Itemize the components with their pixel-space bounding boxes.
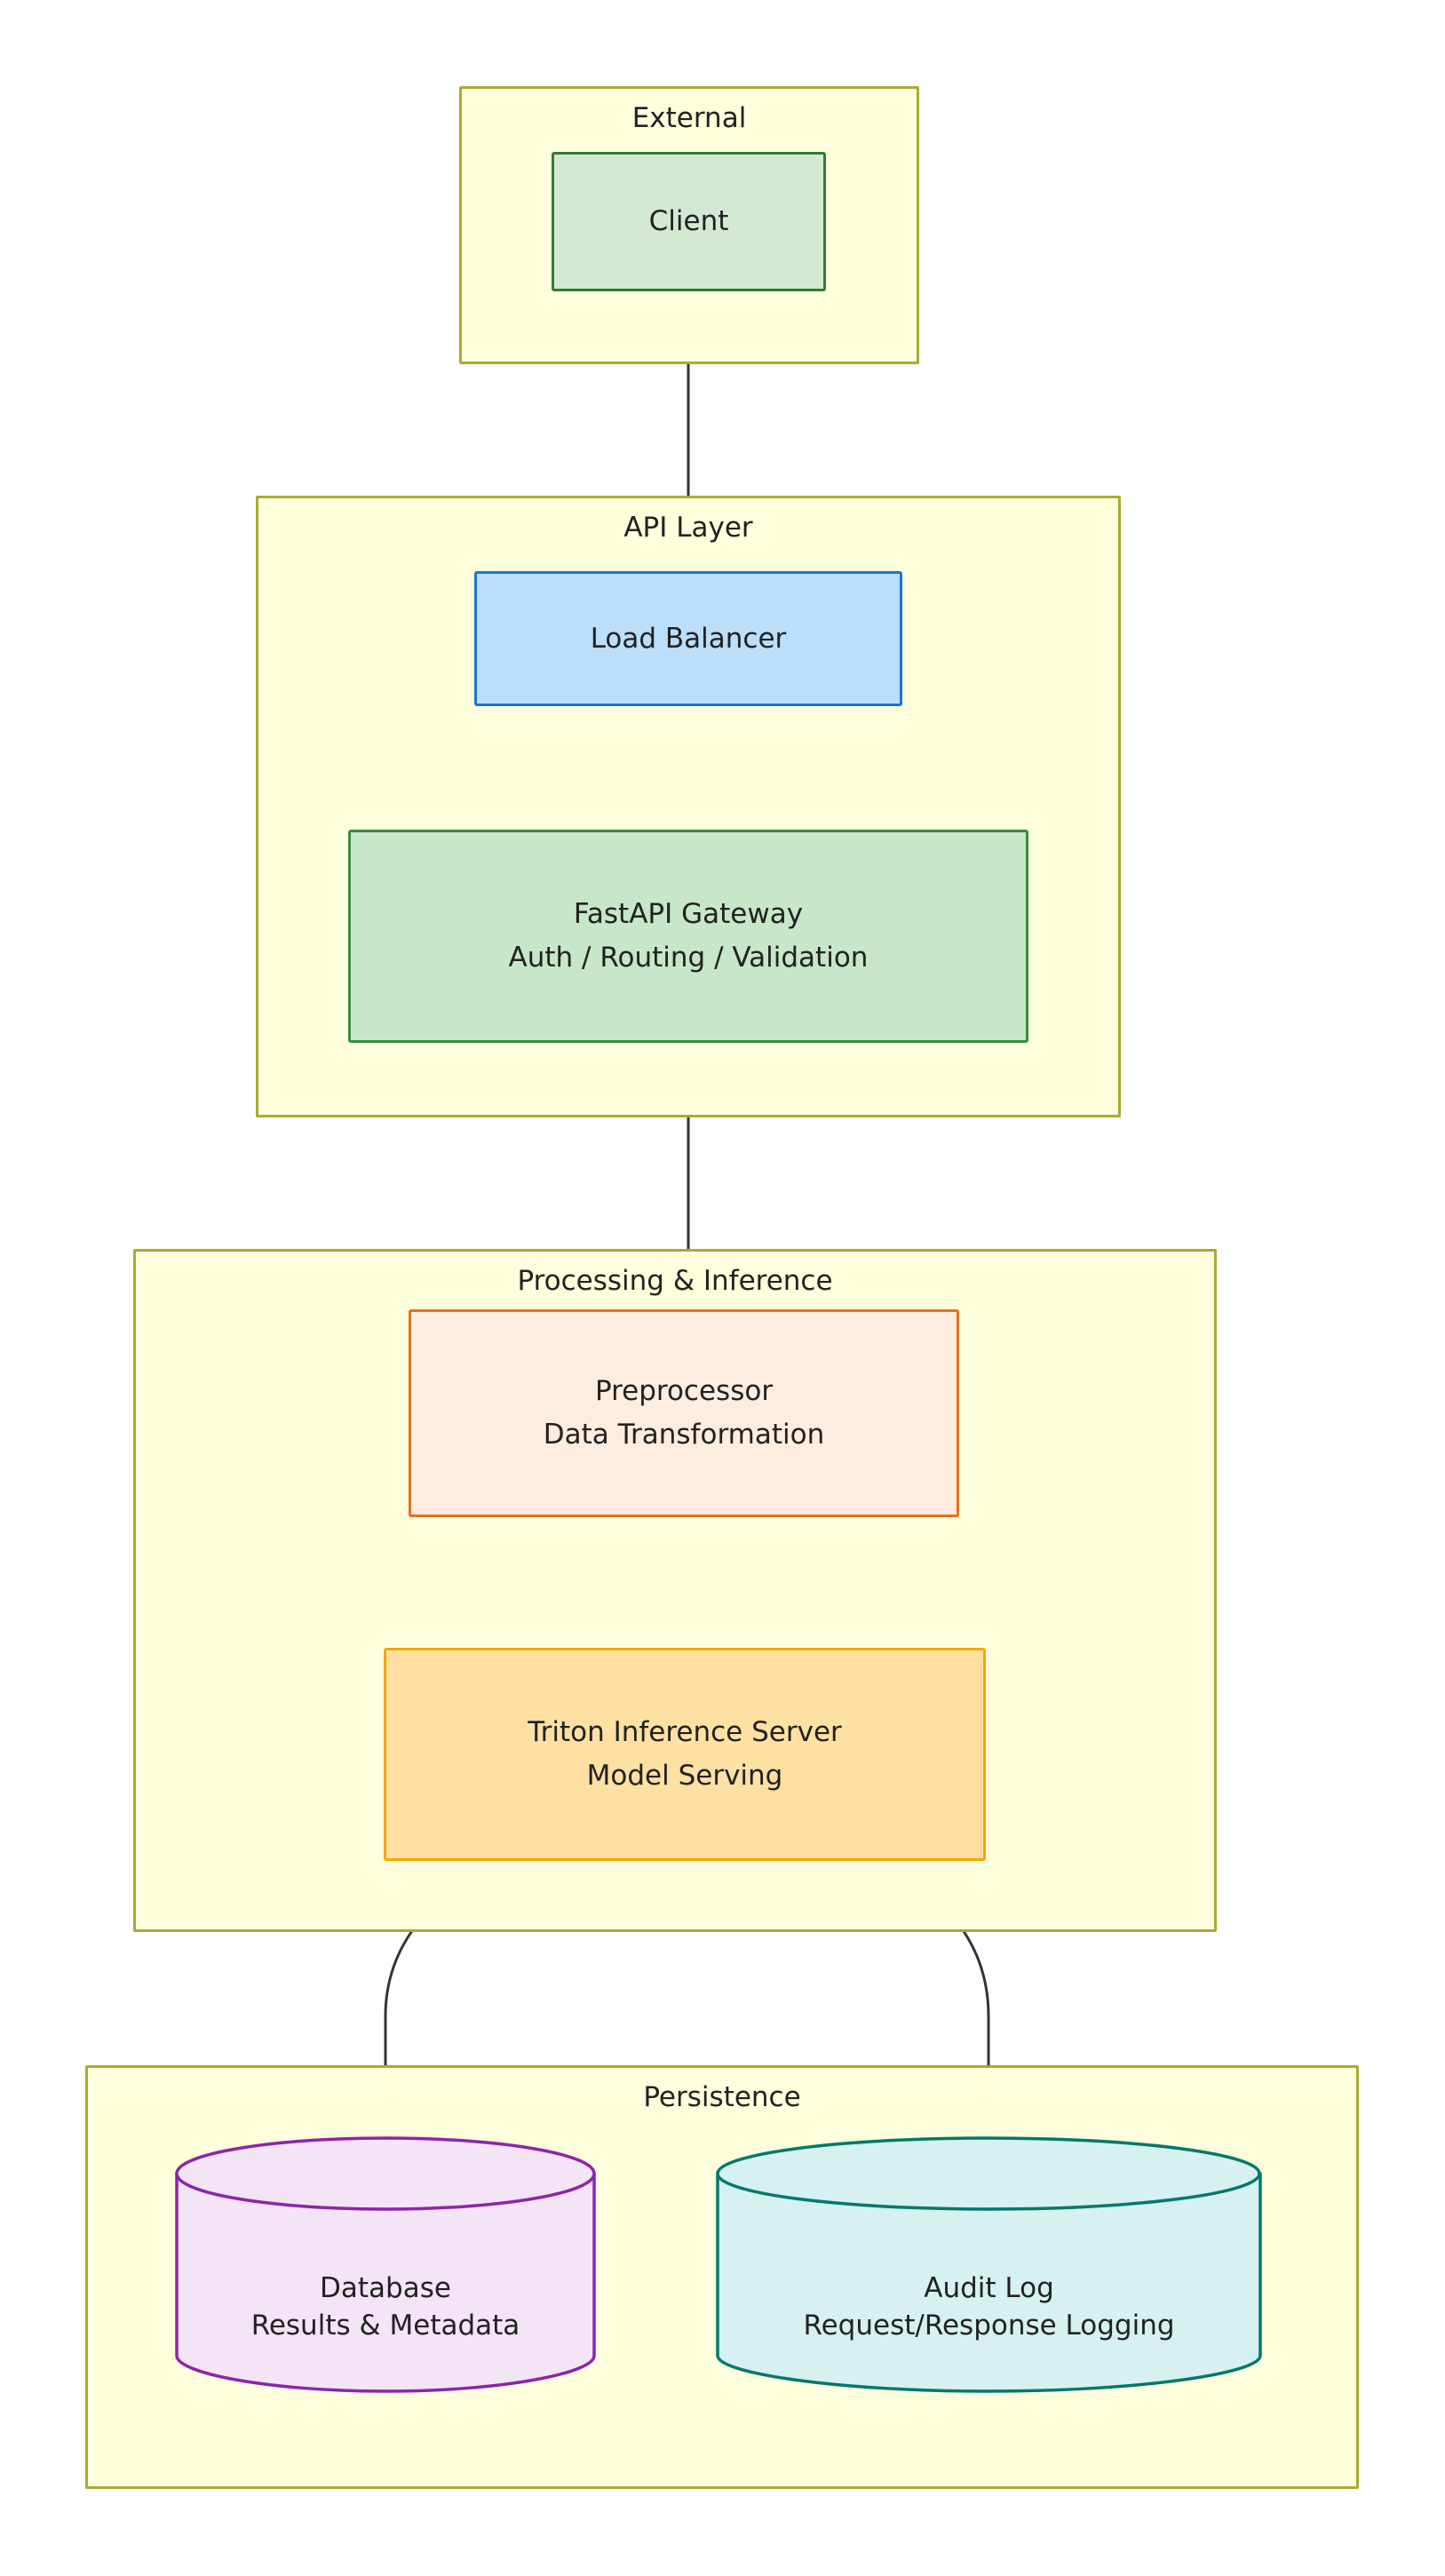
cluster-external (459, 86, 919, 364)
node-fastapi-gateway[interactable]: FastAPI Gateway Auth / Routing / Validat… (348, 830, 1028, 1043)
node-preprocessor-label: Preprocessor (594, 1375, 774, 1408)
node-client-label: Client (648, 205, 729, 238)
node-fastapi-gateway-label: FastAPI Gateway (573, 898, 804, 931)
cluster-processing-inference-label: Processing & Inference (517, 1265, 833, 1297)
node-triton-sublabel: Model Serving (586, 1760, 783, 1792)
node-triton-label: Triton Inference Server (528, 1716, 842, 1749)
node-preprocessor[interactable]: Preprocessor Data Transformation (409, 1309, 959, 1517)
node-load-balancer-label: Load Balancer (590, 622, 787, 655)
cluster-persistence-label: Persistence (643, 2081, 801, 2113)
node-audit-log[interactable]: Audit Log Request/Response Logging (715, 2135, 1263, 2394)
node-preprocessor-sublabel: Data Transformation (543, 1419, 825, 1451)
node-triton-inference-server[interactable]: Triton Inference Server Model Serving (384, 1648, 986, 1861)
audit-log-cylinder-shape (716, 2136, 1262, 2393)
cluster-external-label: External (631, 102, 747, 134)
node-database[interactable]: Database Results & Metadata (174, 2135, 597, 2394)
node-load-balancer[interactable]: Load Balancer (474, 571, 902, 706)
database-cylinder-shape (175, 2136, 596, 2393)
cluster-api-layer-label: API Layer (623, 512, 753, 544)
node-client[interactable]: Client (552, 152, 826, 291)
node-fastapi-gateway-sublabel: Auth / Routing / Validation (508, 942, 869, 974)
